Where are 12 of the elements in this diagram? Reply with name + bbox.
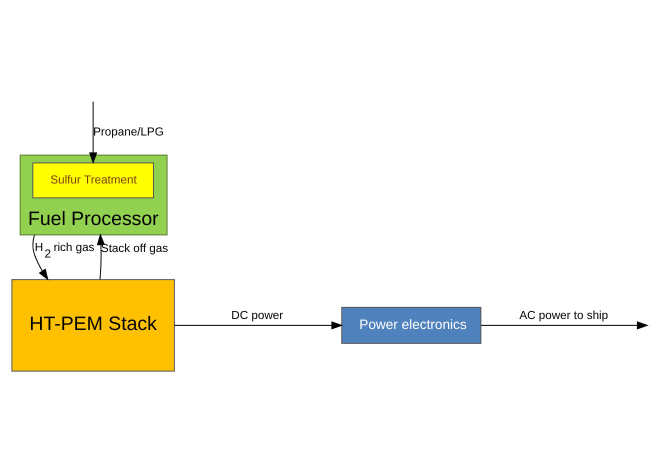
edge-label: DC power: [231, 308, 284, 322]
arrow: [89, 100, 98, 164]
edge-label: Propane/LPG: [93, 124, 164, 138]
node-box: Sulfur Treatment: [32, 162, 154, 198]
arrow: [174, 320, 344, 329]
arrow: [32, 234, 49, 280]
edge-label: Stack off gas: [100, 242, 168, 255]
edge-label: AC power to ship: [519, 308, 608, 322]
node-box: Power electronics: [341, 306, 482, 344]
arrow: [480, 320, 649, 329]
node-box: HT-PEM Stack: [11, 278, 175, 372]
arrow: [96, 232, 105, 280]
